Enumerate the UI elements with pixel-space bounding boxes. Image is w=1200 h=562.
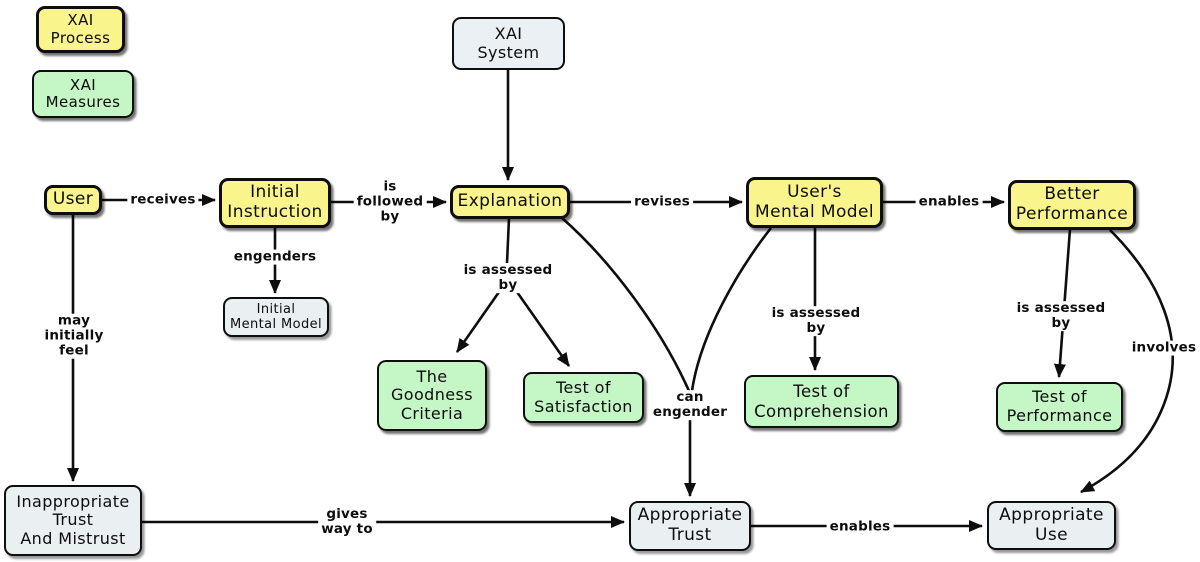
node-xai-system: XAI System [452, 17, 565, 70]
node-explanation: Explanation [450, 185, 570, 219]
node-appropriate-trust: Appropriate Trust [629, 501, 751, 551]
edge-label-receives: receives [127, 192, 199, 208]
node-test-of-performance: Test of Performance [996, 382, 1123, 432]
legend-xai-process: XAI Process [36, 6, 125, 53]
node-test-of-comprehension: Test of Comprehension [744, 375, 899, 428]
node-inappropriate-trust-and-mistrust: Inappropriate Trust And Mistrust [4, 485, 142, 556]
node-users-mental-model: User's Mental Model [746, 177, 883, 228]
edge-label-revises: revises [631, 194, 693, 210]
node-initial-mental-model: Initial Mental Model [223, 297, 329, 337]
edge-label-enables-top: enables [915, 194, 983, 210]
edge-explanation-assessed-stem [505, 217, 511, 264]
edge-explanation-can-engender-curve [561, 217, 691, 392]
node-goodness-criteria: The Goodness Criteria [377, 360, 487, 431]
edge-label-can-engender: can engender [649, 390, 731, 420]
edge-label-is-assessed-by-mental-model: is assessed by [768, 306, 864, 336]
edge-label-gives-way-to: gives way to [318, 507, 376, 537]
node-initial-instruction: Initial Instruction [219, 178, 331, 228]
edge-label-involves: involves [1128, 340, 1200, 356]
edge-label-may-initially-feel: may initially feel [41, 313, 107, 359]
edge-mentalmodel-can-engender-curve [690, 227, 773, 392]
edge-label-is-assessed-by-explanation: is assessed by [460, 263, 556, 293]
edge-label-enables-bottom: enables [826, 519, 894, 535]
edge-label-is-followed-by: is followed by [353, 179, 427, 225]
edge-performance-involves-use [1080, 229, 1175, 494]
node-better-performance: Better Performance [1008, 180, 1136, 230]
node-test-of-satisfaction: Test of Satisfaction [523, 372, 644, 423]
edge-assessed-satisfaction [515, 291, 571, 367]
edge-label-is-assessed-by-performance: is assessed by [1013, 301, 1109, 331]
edge-assessed-goodness [455, 291, 501, 353]
node-user: User [44, 185, 102, 215]
edge-label-engenders: engenders [230, 249, 320, 265]
node-appropriate-use: Appropriate Use [987, 501, 1116, 550]
legend-xai-measures: XAI Measures [32, 70, 134, 118]
